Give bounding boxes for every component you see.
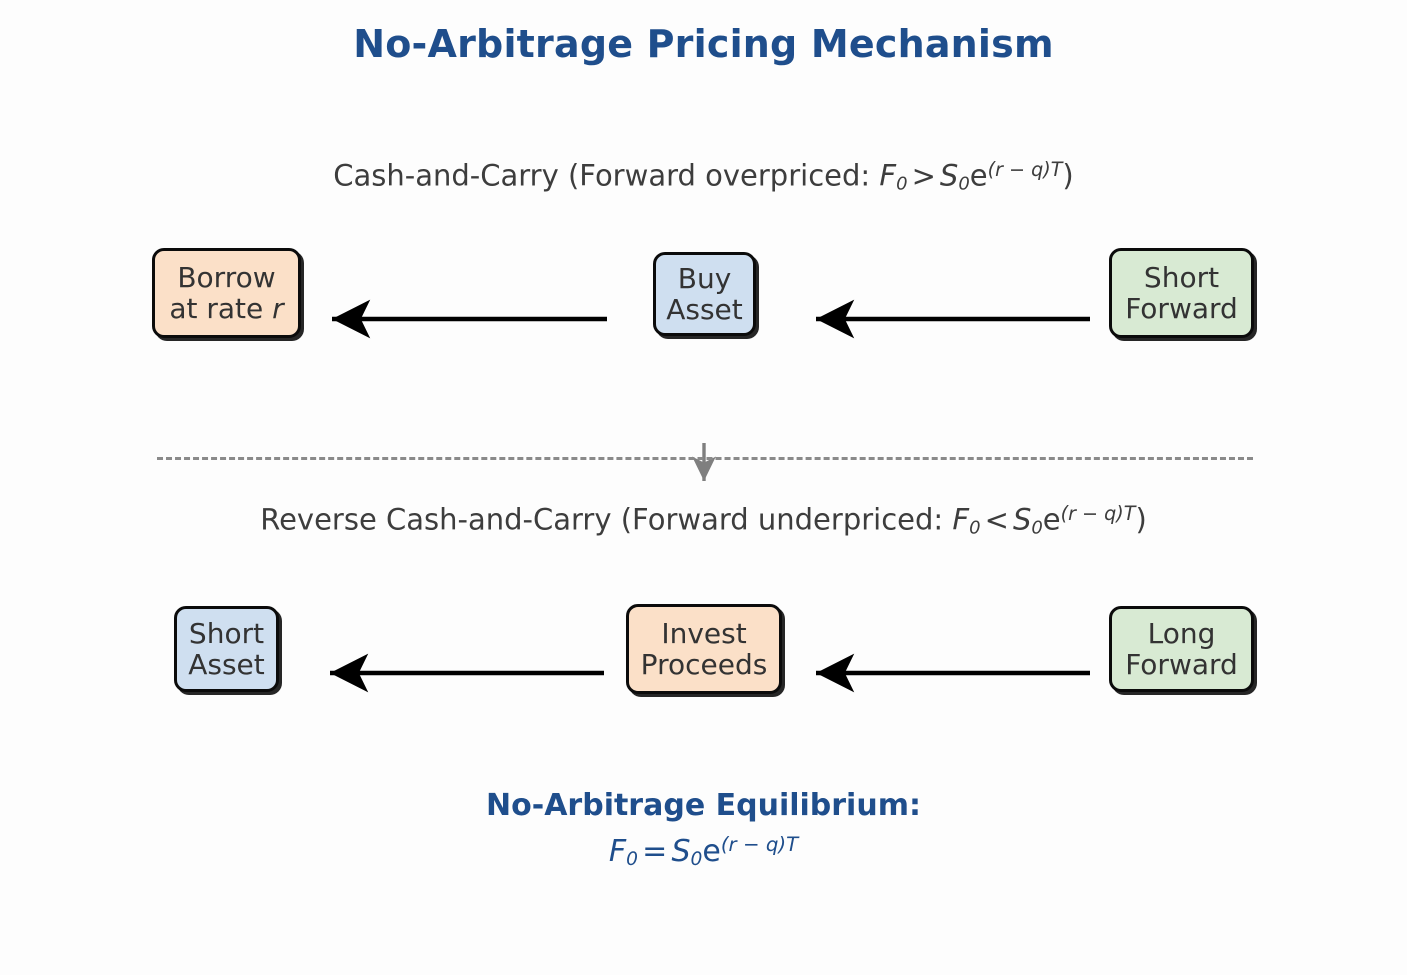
formula2-rhs-sub: 0 bbox=[1031, 517, 1043, 539]
node-short-forward[interactable]: Short Forward bbox=[1109, 248, 1254, 338]
caption-text-suffix: ) bbox=[1062, 158, 1074, 193]
conclusion-rhs-sub: 0 bbox=[690, 848, 703, 870]
section-caption-cash-and-carry: Cash-and-Carry (Forward overpriced: F0>S… bbox=[0, 158, 1407, 195]
node-borrow-line2-text: at rate bbox=[169, 292, 273, 325]
node-buy-asset[interactable]: Buy Asset bbox=[653, 252, 756, 336]
section-caption-reverse-cash-and-carry: Reverse Cash-and-Carry (Forward underpri… bbox=[0, 502, 1407, 539]
caption-text-prefix: Cash-and-Carry (Forward overpriced: bbox=[333, 158, 880, 193]
formula-lhs-var: F bbox=[879, 158, 897, 193]
node-buy-asset-line1: Buy bbox=[677, 261, 732, 295]
node-short-asset-line2: Asset bbox=[188, 648, 265, 681]
formula-relation: > bbox=[911, 158, 936, 193]
node-short-forward-line2: Forward bbox=[1125, 292, 1238, 325]
formula-lhs-sub: 0 bbox=[896, 173, 908, 195]
conclusion-relation: = bbox=[642, 833, 668, 869]
formula2-lhs-var: F bbox=[952, 502, 970, 537]
node-long-forward[interactable]: Long Forward bbox=[1109, 606, 1254, 692]
node-borrow-line2: at rate r bbox=[169, 293, 283, 324]
conclusion-lhs-sub: 0 bbox=[626, 848, 638, 870]
caption2-text-suffix: ) bbox=[1135, 502, 1147, 537]
conclusion-rhs-var: S bbox=[671, 833, 691, 869]
formula2-exp-base: e bbox=[1042, 502, 1061, 537]
section-divider bbox=[157, 457, 1253, 460]
node-short-asset-line1: Short bbox=[188, 616, 265, 650]
node-long-forward-line1: Long bbox=[1147, 616, 1216, 650]
node-borrow-line1: Borrow bbox=[177, 260, 276, 294]
node-long-forward-line2: Forward bbox=[1125, 648, 1238, 681]
formula-exp-base: e bbox=[969, 158, 988, 193]
conclusion-title: No-Arbitrage Equilibrium: bbox=[486, 788, 921, 823]
formula2-rhs-var: S bbox=[1012, 502, 1032, 537]
conclusion-lhs-var: F bbox=[608, 833, 627, 869]
node-short-forward-line1: Short bbox=[1143, 260, 1220, 294]
formula2-exponent: (r − q)T bbox=[1060, 502, 1136, 525]
conclusion-exp-base: e bbox=[702, 833, 721, 869]
caption2-text-prefix: Reverse Cash-and-Carry (Forward underpri… bbox=[260, 502, 953, 537]
node-buy-asset-line2: Asset bbox=[666, 293, 743, 326]
node-invest-proceeds-line1: Invest bbox=[661, 616, 747, 650]
node-short-asset[interactable]: Short Asset bbox=[174, 606, 279, 692]
formula-rhs-var: S bbox=[939, 158, 959, 193]
conclusion-formula: F0=S0e(r − q)T bbox=[0, 833, 1407, 870]
formula-exponent: (r − q)T bbox=[987, 158, 1063, 181]
formula2-relation: < bbox=[984, 502, 1009, 537]
conclusion-exponent: (r − q)T bbox=[720, 833, 799, 856]
formula-rhs-sub: 0 bbox=[958, 173, 970, 195]
page-title: No-Arbitrage Pricing Mechanism bbox=[353, 22, 1054, 66]
node-invest-proceeds[interactable]: Invest Proceeds bbox=[626, 604, 782, 694]
node-borrow[interactable]: Borrow at rate r bbox=[152, 248, 301, 338]
node-invest-proceeds-line2: Proceeds bbox=[640, 648, 768, 681]
formula2-lhs-sub: 0 bbox=[969, 517, 981, 539]
node-borrow-rate-symbol: r bbox=[272, 292, 284, 325]
